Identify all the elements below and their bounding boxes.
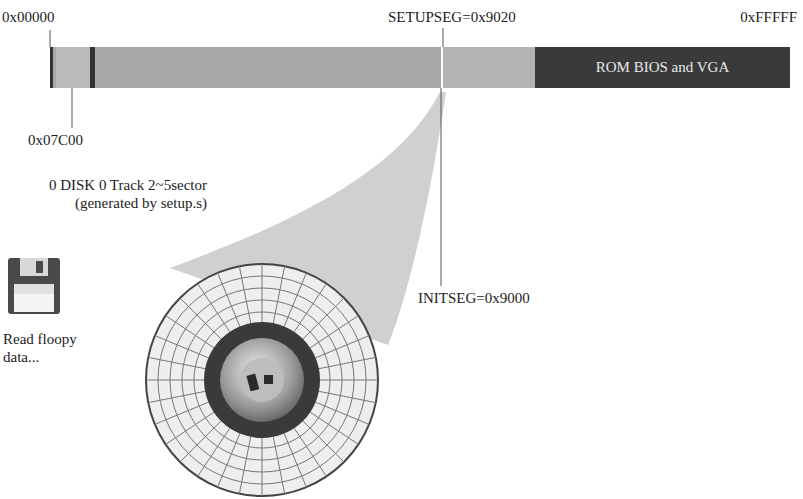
region-label: ROM BIOS and VGA — [596, 59, 729, 76]
address-label: 0x00000 — [2, 8, 55, 26]
address-label: 0x07C00 — [28, 131, 83, 149]
sector-note: 0 DISK 0 Track 2~5sector (generated by s… — [21, 176, 207, 212]
address-label: 0xFFFFF — [740, 8, 797, 26]
segment-label: INITSEG=0x9000 — [418, 289, 530, 307]
floppy-note: Read floopy data... — [3, 330, 93, 366]
segment-label: SETUPSEG=0x9020 — [388, 8, 516, 26]
memory-region-band: ROM BIOS and VGA — [535, 47, 790, 88]
